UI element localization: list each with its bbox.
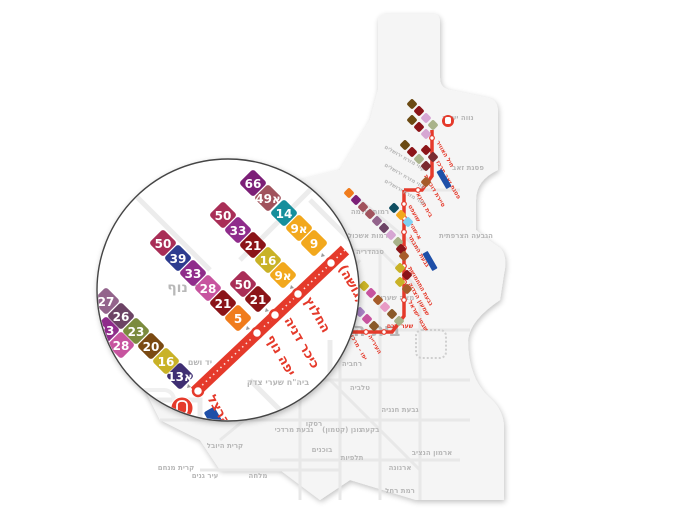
- bus-route-badge: 39: [170, 252, 187, 266]
- neighborhood-label: הגבעה הצרפתית: [439, 232, 493, 240]
- neighborhood-label: קרית מנחם: [158, 464, 195, 472]
- neighborhood-label: קרית היובל: [207, 442, 243, 450]
- bus-route-badge: 33: [185, 267, 202, 281]
- bus-route-badge: 23: [128, 325, 145, 339]
- neighborhood-label: נווה יעקב: [442, 114, 473, 122]
- bus-route-badge: 50: [215, 209, 232, 223]
- magnifier: הר הרצל יפה נוף כיכר דניה החלוץ בית הכרם…: [96, 158, 360, 422]
- bus-route-badge: 9א: [290, 222, 307, 236]
- interchange-logo: [204, 407, 234, 420]
- bus-route-badge: 33: [230, 224, 247, 238]
- bus-route-badge: 14: [276, 207, 293, 221]
- bus-route-badge: 5: [234, 312, 242, 326]
- bus-route-badge: 9: [310, 237, 318, 251]
- bus-group-beit-hakerem: 9 9א 14 49א 66: [240, 170, 327, 256]
- bus-route-badge: 50: [235, 278, 252, 292]
- bus-route-badge: 21: [245, 239, 262, 253]
- neighborhood-label: גבעת חנניה: [381, 406, 418, 414]
- neighborhood-label: תלפיות: [341, 454, 364, 462]
- pointer-arrows: [187, 253, 325, 388]
- bus-route-badge: 16: [260, 254, 277, 268]
- neighborhood-label: גבעת מרדכי: [275, 426, 314, 434]
- neighborhood-label: גונן (קטמון): [322, 426, 362, 434]
- neighborhood-label: ביה"ח שערי צדק: [247, 378, 309, 387]
- station-dot: [268, 308, 282, 322]
- neighborhood-label: רסקו: [306, 420, 323, 428]
- station-dot: [250, 326, 264, 340]
- neighborhood-label: מאה שערים: [376, 294, 415, 302]
- station-dot: [324, 256, 338, 270]
- bus-group-har-herzl: 13א 16 20 23 26 27 28 33: [98, 288, 193, 389]
- neighborhood-label: רמות אשכול: [348, 232, 388, 240]
- station-label: שער שכם: [387, 323, 414, 330]
- overview-bus-badges: [344, 99, 438, 331]
- bus-route-badge: 21: [250, 293, 267, 307]
- magnifier-stations: [191, 256, 338, 398]
- bus-route-badge: 20: [143, 340, 160, 354]
- neighborhood-label: טלביה: [350, 384, 370, 392]
- bus-route-badge: 16: [158, 355, 175, 369]
- neighborhood-label: ארנונה: [389, 464, 412, 472]
- station-dot: [291, 287, 305, 301]
- neighborhood-label: יד ושם: [188, 358, 212, 367]
- bus-route-badge: 66: [245, 177, 262, 191]
- bus-route-badge: 9א: [274, 269, 291, 283]
- neighborhood-label: פסגת זאב: [452, 164, 484, 172]
- bus-group-yefe-nof: 5 21 28 33 39 50: [150, 230, 251, 331]
- neighborhood-label: בוכנים: [312, 446, 333, 454]
- neighborhood-label: סנהדריה: [356, 248, 384, 256]
- bus-group-hehalutz: 9א 16 21 33 50: [210, 202, 296, 288]
- neighborhood-label: רמת רחל: [385, 487, 415, 495]
- bus-route-badge: 27: [98, 295, 115, 309]
- neighborhood-label: רחביה: [342, 360, 362, 368]
- bus-route-badge: 28: [113, 339, 130, 353]
- neighborhood-label: עיר גנים: [192, 472, 219, 480]
- bus-route-badge: 26: [113, 310, 130, 324]
- interchange-logos: [422, 169, 452, 271]
- bus-route-badge: 21: [215, 297, 232, 311]
- bus-route-badge: 49א: [255, 192, 280, 206]
- station-dot: [191, 384, 205, 398]
- bus-route-badge: 28: [200, 282, 217, 296]
- neighborhood-label: בקעה: [361, 426, 380, 434]
- neighborhood-label: מלחה: [249, 472, 268, 480]
- neighborhood-label: ארמון הנציב: [412, 449, 453, 457]
- bus-route-badge: 13א: [167, 370, 192, 384]
- bus-route-badge: 50: [155, 237, 172, 251]
- bus-group-kikar-denya: 21 50: [230, 271, 271, 312]
